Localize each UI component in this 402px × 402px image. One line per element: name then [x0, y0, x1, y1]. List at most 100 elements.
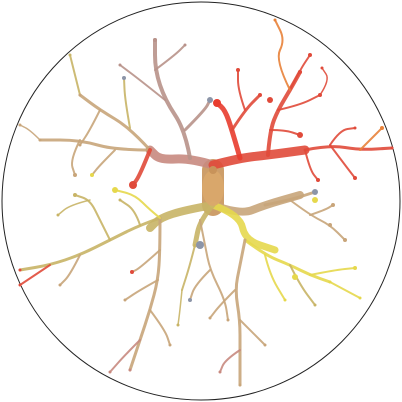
- tree-branch: [208, 145, 310, 170]
- tree-branch: [234, 238, 247, 387]
- tree-branch: [266, 70, 302, 157]
- leaf-node: [183, 43, 187, 47]
- leaf-node: [312, 197, 318, 203]
- tree-branch: [59, 254, 81, 286]
- tree-branch: [192, 202, 216, 248]
- leaf-node: [358, 296, 362, 300]
- tree-branch: [119, 64, 166, 101]
- tree-branch: [123, 77, 131, 129]
- leaf-node: [18, 283, 22, 287]
- leaf-node: [207, 97, 213, 103]
- leaf-node: [130, 270, 134, 274]
- tree-branch: [239, 319, 266, 346]
- leaf-node: [343, 238, 347, 242]
- leaf-node: [188, 298, 192, 302]
- tree-branch: [19, 124, 41, 141]
- tree-branch: [237, 69, 246, 111]
- leaf-node: [213, 99, 221, 107]
- tree-branch: [304, 149, 319, 181]
- leaf-node: [380, 126, 384, 130]
- leaf-node: [316, 178, 320, 182]
- leaf-node: [73, 173, 77, 177]
- tree-branch: [119, 199, 141, 226]
- tree-branch: [79, 109, 101, 146]
- leaf-node: [292, 274, 298, 280]
- leaf-node: [56, 213, 60, 217]
- leaf-node: [238, 383, 242, 387]
- tree-branch: [69, 54, 81, 96]
- leaf-node: [108, 370, 112, 374]
- tree-branch: [19, 264, 51, 286]
- tree-branch: [209, 201, 279, 254]
- leaf-node: [313, 303, 317, 307]
- tree-branch: [181, 244, 196, 291]
- tree-branch: [91, 149, 116, 176]
- leaf-node: [312, 189, 318, 195]
- leaf-node: [123, 298, 127, 302]
- tree-branch: [109, 339, 141, 373]
- tree-branch: [153, 38, 192, 160]
- leaf-node: [331, 203, 335, 207]
- tree-nodes: [18, 18, 394, 387]
- tree-branch: [309, 204, 334, 216]
- leaf-node: [353, 266, 357, 270]
- tree-branch: [274, 19, 291, 91]
- leaf-node: [18, 268, 22, 272]
- leaf-node: [263, 343, 267, 347]
- leaf-node: [218, 370, 222, 374]
- tree-branch: [38, 138, 152, 152]
- leaf-node: [118, 198, 122, 202]
- tree-branch: [57, 199, 91, 216]
- leaf-node: [153, 38, 157, 42]
- leaf-node: [298, 70, 302, 74]
- tree-branch: [264, 254, 286, 301]
- leaf-node: [90, 173, 94, 177]
- leaf-node: [122, 76, 126, 80]
- tree-branch: [214, 100, 243, 161]
- tree-branch: [124, 279, 159, 301]
- tree-branch: [128, 216, 162, 372]
- tree-branch: [219, 349, 241, 373]
- tree-branch: [154, 44, 186, 71]
- tree-edges: [18, 19, 394, 387]
- tree-branch: [329, 281, 361, 299]
- leaf-node: [353, 176, 357, 180]
- leaf-node: [118, 63, 122, 67]
- leaf-node: [168, 343, 172, 347]
- leaf-node: [73, 193, 77, 197]
- leaf-node: [128, 368, 132, 372]
- leaf-node: [308, 53, 312, 57]
- tree-branch: [329, 127, 356, 146]
- leaf-node: [283, 298, 287, 302]
- leaf-node: [390, 146, 394, 150]
- leaf-node: [18, 123, 22, 127]
- leaf-node: [236, 68, 240, 72]
- leaf-node: [258, 93, 262, 97]
- leaf-node: [328, 223, 332, 227]
- tree-branch: [289, 264, 316, 306]
- leaf-node: [209, 166, 217, 174]
- tree-branch: [303, 145, 394, 152]
- leaf-node: [58, 283, 62, 287]
- tree-branch: [177, 289, 183, 326]
- leaf-node: [297, 132, 303, 138]
- tree-branch: [131, 148, 152, 187]
- leaf-node: [129, 181, 137, 189]
- tree-branch: [269, 129, 301, 136]
- leaf-node: [68, 53, 72, 57]
- tree-branch: [277, 94, 321, 111]
- leaf-node: [353, 126, 357, 130]
- leaf-node: [78, 143, 82, 147]
- leaf-node: [226, 318, 230, 322]
- leaf-node: [267, 97, 273, 103]
- tree-branch: [359, 127, 383, 151]
- leaf-node: [38, 138, 42, 142]
- tree-branch: [329, 144, 356, 179]
- tree-branch: [183, 98, 212, 132]
- tree-branch: [289, 199, 346, 241]
- tree-branch: [149, 309, 171, 346]
- leaf-node: [176, 323, 180, 327]
